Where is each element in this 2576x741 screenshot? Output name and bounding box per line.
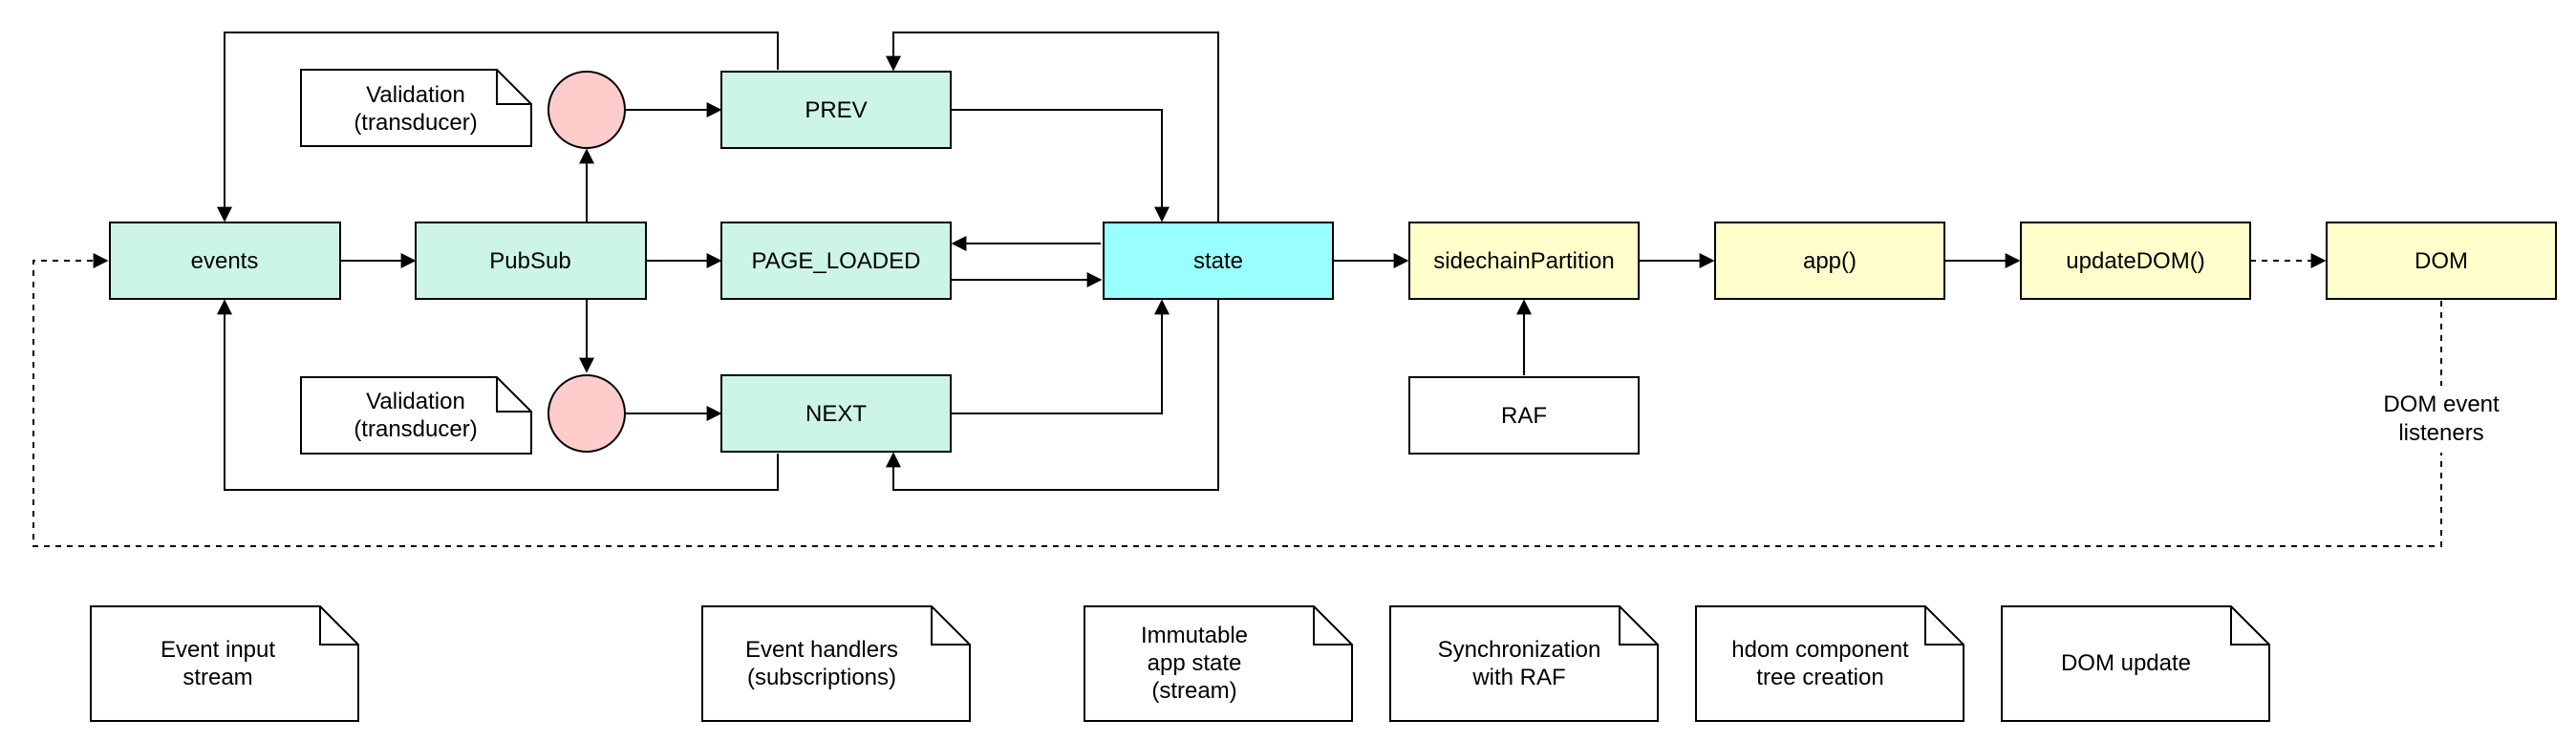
note-validation-top-line-1: Validation	[366, 82, 465, 108]
edge-prev-state	[951, 109, 1170, 222]
node-prev: PREV	[720, 71, 952, 149]
edge-label-line-1: DOM event	[2383, 392, 2500, 417]
note-validation-top-line-2: (transducer)	[354, 110, 477, 136]
node-prev-label: PREV	[805, 97, 867, 123]
node-pubsub: PubSub	[415, 222, 647, 300]
legend-immutable-state-line-3: (stream)	[1151, 678, 1236, 704]
edge-label-line-2: listeners	[2398, 420, 2483, 446]
node-page-loaded: PAGE_LOADED	[720, 222, 952, 300]
legend-immutable-state-line-1: Immutable	[1141, 623, 1248, 648]
node-raf: RAF	[1408, 376, 1640, 455]
legend-sync-raf: Synchronization with RAF	[1389, 605, 1659, 722]
node-app-label: app()	[1803, 248, 1857, 274]
edge-state-prev	[886, 32, 1219, 222]
legend-hdom-tree: hdom component tree creation	[1695, 605, 1964, 722]
legend-dom-update: DOM update	[2001, 605, 2270, 722]
note-validation-top: Validation (transducer)	[300, 69, 532, 147]
node-next: NEXT	[720, 374, 952, 453]
edge-state-next	[886, 299, 1219, 491]
node-dom: DOM	[2326, 222, 2557, 300]
node-sidechain: sidechainPartition	[1408, 222, 1640, 300]
legend-immutable-state-line-2: app state	[1148, 650, 1242, 676]
node-update-dom-label: updateDOM()	[2066, 248, 2204, 274]
node-pubsub-label: PubSub	[489, 248, 570, 274]
node-state: state	[1103, 222, 1334, 300]
legend-event-input-line-2: stream	[182, 665, 252, 690]
node-events-label: events	[191, 248, 259, 274]
legend-sync-raf-line-1: Synchronization	[1438, 637, 1601, 663]
legend-immutable-state: Immutable app state (stream)	[1084, 605, 1353, 722]
transducer-circle-top	[547, 71, 626, 149]
note-validation-bottom-line-1: Validation	[366, 389, 465, 414]
node-next-label: NEXT	[805, 401, 867, 427]
legend-dom-update-line-1: DOM update	[2061, 650, 2191, 676]
node-update-dom: updateDOM()	[2020, 222, 2251, 300]
node-dom-label: DOM	[2415, 248, 2468, 274]
edge-dom-events	[32, 253, 2442, 547]
node-app: app()	[1714, 222, 1945, 300]
edge-prev-events	[217, 32, 779, 222]
legend-event-handlers-line-1: Event handlers	[745, 637, 898, 663]
edge-next-events	[217, 299, 779, 491]
node-state-label: state	[1193, 248, 1243, 274]
note-validation-bottom-line-2: (transducer)	[354, 416, 477, 442]
edge-label-dom-listeners: DOM event listeners	[2374, 386, 2508, 453]
node-sidechain-label: sidechainPartition	[1433, 248, 1614, 274]
legend-event-input-line-1: Event input	[161, 637, 275, 663]
legend-event-input: Event input stream	[90, 605, 359, 722]
legend-hdom-tree-line-1: hdom component	[1731, 637, 1909, 663]
legend-hdom-tree-line-2: tree creation	[1756, 665, 1883, 690]
legend-event-handlers: Event handlers (subscriptions)	[701, 605, 971, 722]
legend-event-handlers-line-2: (subscriptions)	[747, 665, 896, 690]
note-validation-bottom: Validation (transducer)	[300, 376, 532, 455]
node-page-loaded-label: PAGE_LOADED	[752, 248, 921, 274]
legend-sync-raf-line-2: with RAF	[1471, 665, 1565, 690]
node-events: events	[109, 222, 341, 300]
edge-next-state	[951, 299, 1170, 414]
node-raf-label: RAF	[1501, 403, 1547, 429]
transducer-circle-bottom	[547, 374, 626, 453]
